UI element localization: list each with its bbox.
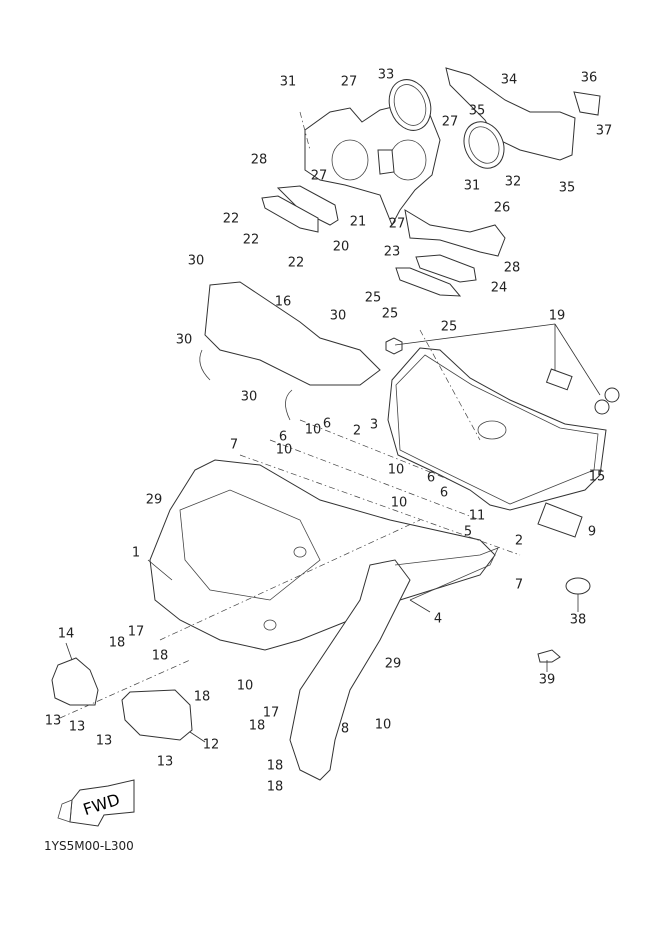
emblem-39 (537, 649, 561, 663)
callout-label: 13 (156, 754, 174, 770)
callout-label: 18 (266, 758, 284, 774)
callout-label: 27 (388, 216, 406, 232)
callout-label: 1 (131, 545, 141, 561)
callout-label: 4 (433, 611, 443, 627)
callout-label: 18 (108, 635, 126, 651)
callout-label: 11 (468, 508, 486, 524)
callout-label: 10 (387, 462, 405, 478)
callout-label: 34 (500, 72, 518, 88)
frame-4 (289, 559, 411, 781)
callout-label: 7 (229, 437, 239, 453)
callout-label: 3 (369, 417, 379, 433)
bracket-36 (573, 91, 601, 116)
callout-label: 33 (377, 67, 395, 83)
callout-label: 30 (175, 332, 193, 348)
drawing-code: 1YS5M00-L300 (44, 839, 134, 853)
callout-label: 37 (595, 123, 613, 139)
callout-label: 18 (248, 718, 266, 734)
callout-label: 31 (279, 74, 297, 90)
callout-label: 25 (381, 306, 399, 322)
side-cover-34 (445, 67, 576, 161)
upper-cowling-drawing (304, 103, 441, 227)
callout-label: 22 (222, 211, 240, 227)
callout-label: 38 (569, 612, 587, 628)
callout-label: 13 (95, 733, 113, 749)
callout-label: 30 (187, 253, 205, 269)
callout-label: 28 (503, 260, 521, 276)
callout-label: 31 (463, 178, 481, 194)
callout-label: 10 (390, 495, 408, 511)
callout-label: 25 (364, 290, 382, 306)
callout-label: 35 (468, 103, 486, 119)
label-9 (537, 502, 583, 538)
key-19a (604, 387, 620, 403)
callout-label: 28 (250, 152, 268, 168)
callout-label: 27 (340, 74, 358, 90)
callout-label: 27 (441, 114, 459, 130)
callout-label: 32 (504, 174, 522, 190)
callout-label: 16 (274, 294, 292, 310)
callout-label: 23 (383, 244, 401, 260)
duct-12 (121, 689, 193, 741)
callout-label: 10 (236, 678, 254, 694)
callout-label: 9 (587, 524, 597, 540)
fwd-arrow (57, 779, 135, 827)
callout-label: 30 (329, 308, 347, 324)
callout-label: 18 (151, 648, 169, 664)
callout-label: 6 (278, 429, 288, 445)
callout-label: 22 (242, 232, 260, 248)
callout-label: 29 (145, 492, 163, 508)
emblem-38 (565, 577, 591, 595)
callout-label: 27 (310, 168, 328, 184)
callout-label: 18 (266, 779, 284, 795)
callout-label: 25 (440, 319, 458, 335)
callout-label: 6 (322, 416, 332, 432)
callout-label: 10 (304, 422, 322, 438)
callout-label: 14 (57, 626, 75, 642)
callout-label: 17 (127, 624, 145, 640)
stay-26 (404, 209, 506, 257)
callout-label: 19 (548, 308, 566, 324)
callout-label: 2 (514, 533, 524, 549)
callout-label: 6 (426, 470, 436, 486)
callout-label: 7 (514, 577, 524, 593)
callout-label: 30 (240, 389, 258, 405)
bracket-24 (415, 254, 477, 283)
callout-label: 13 (44, 713, 62, 729)
nut-19 (385, 337, 403, 355)
callout-label: 22 (287, 255, 305, 271)
callout-label: 13 (68, 719, 86, 735)
callout-label: 12 (202, 737, 220, 753)
callout-label: 17 (262, 705, 280, 721)
callout-label: 8 (340, 721, 350, 737)
callout-label: 10 (275, 442, 293, 458)
callout-label: 39 (538, 672, 556, 688)
bracket-23 (395, 267, 462, 297)
callout-label: 29 (384, 656, 402, 672)
callout-label: 6 (439, 485, 449, 501)
cover-16 (204, 281, 381, 386)
callout-label: 26 (493, 200, 511, 216)
callout-label: 2 (352, 423, 362, 439)
duct-14 (51, 657, 99, 706)
callout-label: 21 (349, 214, 367, 230)
lid-15 (387, 347, 607, 511)
callout-label: 24 (490, 280, 508, 296)
callout-label: 36 (580, 70, 598, 86)
callout-label: 5 (463, 524, 473, 540)
callout-label: 18 (193, 689, 211, 705)
callout-label: 20 (332, 239, 350, 255)
inner-panel-1 (149, 459, 496, 651)
callout-label: 15 (588, 469, 606, 485)
bracket-20 (261, 195, 319, 233)
key-19b (594, 399, 610, 415)
lock-19 (545, 368, 573, 391)
callout-label: 10 (374, 717, 392, 733)
bezel-ring-32 (463, 121, 505, 169)
callout-label: 35 (558, 180, 576, 196)
